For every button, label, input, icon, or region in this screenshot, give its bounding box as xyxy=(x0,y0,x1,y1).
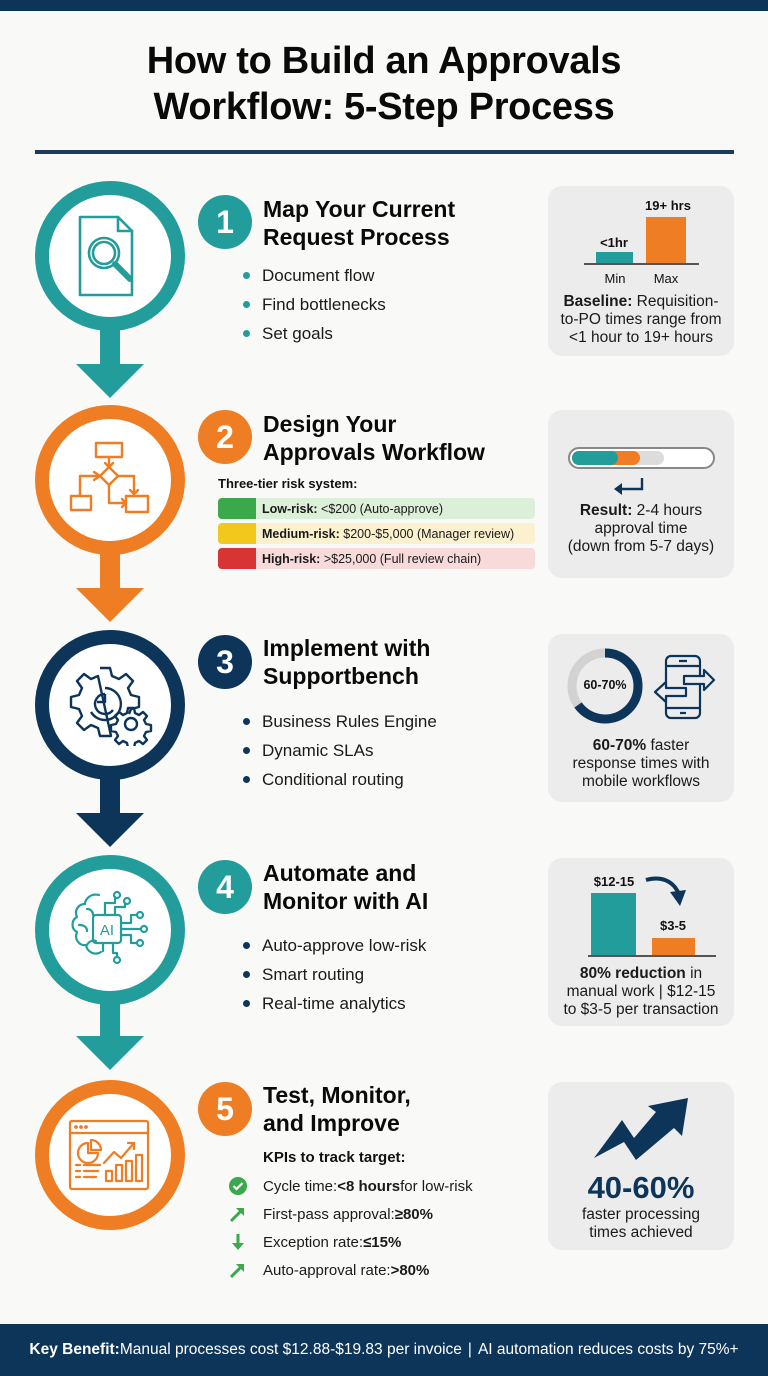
bullet-item: Find bottlenecks xyxy=(243,290,386,319)
bullet-item: Set goals xyxy=(243,319,386,348)
step-1-node xyxy=(35,181,185,331)
bullet-item: Dynamic SLAs xyxy=(243,736,437,765)
trend-up-icon xyxy=(228,1260,248,1280)
trend-up-icon xyxy=(228,1204,248,1224)
top-bar xyxy=(0,0,768,11)
green-swatch xyxy=(218,498,256,519)
step-5-card-caption: faster processing times achieved xyxy=(581,1206,701,1241)
kpi-item: Exception rate: ≤15% xyxy=(228,1232,401,1252)
step-3-badge: 3 xyxy=(198,635,252,689)
bullet-item: Conditional routing xyxy=(243,765,437,794)
before-cost-bar xyxy=(591,893,636,955)
yellow-swatch xyxy=(218,523,256,544)
check-circle-icon xyxy=(228,1176,248,1196)
step-3-title: Implement with Supportbench xyxy=(263,635,431,689)
arrow-down-icon xyxy=(228,1232,248,1252)
step-1-arrow-down-icon xyxy=(76,364,144,398)
chart-baseline xyxy=(588,955,716,957)
step-2-stat-card: Result: 2-4 hours approval time (down fr… xyxy=(548,410,734,578)
step-1-connector xyxy=(100,325,120,367)
step-1-badge: 1 xyxy=(198,195,252,249)
ai-brain-icon: AI xyxy=(71,890,149,965)
risk-tier-low: Low-risk: <$200 (Auto-approve) xyxy=(218,498,535,519)
step-2-title: Design Your Approvals Workflow xyxy=(263,411,485,465)
bullet-item: Smart routing xyxy=(243,960,426,989)
bullet-item: Auto-approve low-risk xyxy=(243,931,426,960)
step-5-title: Test, Monitor, and Improve xyxy=(263,1082,411,1136)
step-4-badge: 4 xyxy=(198,860,252,914)
step-2-node xyxy=(35,405,185,555)
step-4-title: Automate and Monitor with AI xyxy=(263,860,429,914)
step-5-node xyxy=(35,1080,185,1230)
min-bar xyxy=(596,252,633,263)
step-1-bullets: Document flow Find bottlenecks Set goals xyxy=(243,261,386,348)
step-4-card-caption: 80% reduction in manual work | $12-15 to… xyxy=(563,965,719,1018)
step-1-stat-card: 19+ hrs <1hr Min Max Baseline: Requisiti… xyxy=(548,186,734,356)
trend-arrow-up-icon xyxy=(594,1098,688,1160)
svg-text:AI: AI xyxy=(100,922,114,939)
risk-tier-high: High-risk: >$25,000 (Full review chain) xyxy=(218,548,535,569)
donut-label: 60-70% xyxy=(583,678,627,692)
risk-system-heading: Three-tier risk system: xyxy=(218,476,358,491)
key-benefit-footer: Key Benefit: Manual processes cost $12.8… xyxy=(0,1324,768,1376)
progress-bar xyxy=(568,447,715,469)
step-4-connector xyxy=(100,999,120,1040)
return-arrow-icon xyxy=(614,478,644,495)
gears-clock-icon xyxy=(69,666,153,746)
step-3-bullets: Business Rules Engine Dynamic SLAs Condi… xyxy=(243,707,437,794)
title-divider xyxy=(35,150,734,154)
donut-chart xyxy=(567,648,643,724)
step-2-card-caption: Result: 2-4 hours approval time (down fr… xyxy=(567,502,715,555)
kpi-heading: KPIs to track target: xyxy=(263,1149,406,1166)
mobile-sync-icon xyxy=(653,654,716,720)
step-3-arrow-down-icon xyxy=(76,813,144,847)
after-cost-bar xyxy=(652,938,695,955)
flowchart-icon xyxy=(69,441,150,514)
bullet-item: Business Rules Engine xyxy=(243,707,437,736)
analytics-dashboard-icon xyxy=(68,1119,150,1191)
step-3-card-caption: 60-70% faster response times with mobile… xyxy=(572,737,710,790)
step-4-node: AI xyxy=(35,855,185,1005)
kpi-item: Auto-approval rate: >80% xyxy=(228,1260,429,1280)
step-5-stat-card: 40-60% faster processing times achieved xyxy=(548,1082,734,1250)
step-5-badge: 5 xyxy=(198,1082,252,1136)
bullet-item: Real-time analytics xyxy=(243,989,426,1018)
risk-tier-medium: Medium-risk: $200-$5,000 (Manager review… xyxy=(218,523,535,544)
step-2-arrow-down-icon xyxy=(76,588,144,622)
step-3-stat-card: 60-70% 60-70% faster response times with… xyxy=(548,634,734,802)
curved-down-arrow-icon xyxy=(645,876,686,906)
step-1-card-caption: Baseline: Requisition-to-PO times range … xyxy=(560,293,722,346)
document-search-icon xyxy=(78,215,134,297)
step-2-badge: 2 xyxy=(198,410,252,464)
step-2-connector xyxy=(100,549,120,592)
red-swatch xyxy=(218,548,256,569)
chart-baseline xyxy=(584,263,699,265)
max-bar xyxy=(646,217,686,263)
step-3-connector xyxy=(100,774,120,817)
step-4-bullets: Auto-approve low-risk Smart routing Real… xyxy=(243,931,426,1018)
kpi-item: Cycle time: <8 hours for low-risk xyxy=(228,1176,473,1196)
step-4-stat-card: $12-15 $3-5 80% reduction in manual work… xyxy=(548,858,734,1026)
step-1-title: Map Your Current Request Process xyxy=(263,196,456,250)
big-stat: 40-60% xyxy=(587,1170,695,1205)
bullet-item: Document flow xyxy=(243,261,386,290)
page-title: How to Build an Approvals Workflow: 5-St… xyxy=(146,40,622,128)
step-4-arrow-down-icon xyxy=(76,1036,144,1070)
step-3-node xyxy=(35,630,185,780)
kpi-item: First-pass approval: ≥80% xyxy=(228,1204,433,1224)
